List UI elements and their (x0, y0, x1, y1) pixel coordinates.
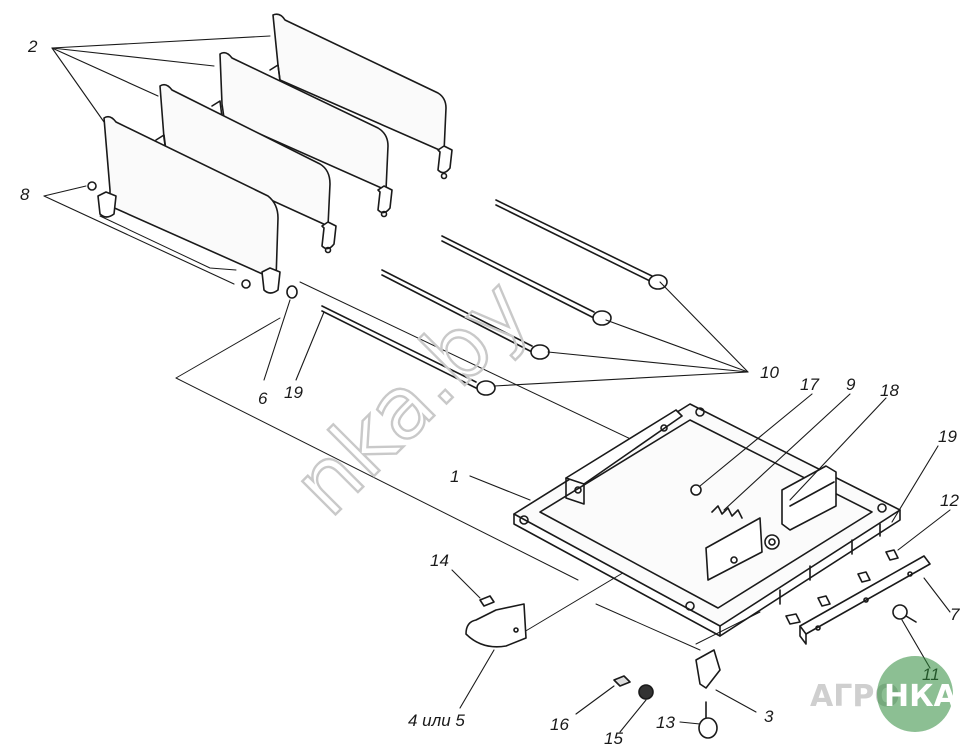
leader-lines (43, 35, 951, 733)
label-13: 13 (656, 713, 675, 732)
agronka-logo: АГРО НКА (810, 656, 958, 732)
logo-circle (877, 656, 953, 732)
label-19-right: 19 (938, 427, 957, 446)
shield-plate-4 (269, 13, 453, 180)
label-3: 3 (764, 707, 774, 726)
label-6: 6 (258, 389, 268, 408)
label-1: 1 (450, 467, 459, 486)
label-12: 12 (940, 491, 959, 510)
rods (321, 199, 668, 396)
logo-right-text: НКА (884, 679, 958, 714)
label-10: 10 (760, 363, 779, 382)
small-parts (465, 595, 721, 739)
callout-labels: 2 8 6 19 10 17 9 18 1 19 12 7 14 4 или 5… (20, 37, 960, 748)
watermark-text: nka.by (274, 260, 549, 535)
label-18: 18 (880, 381, 899, 400)
label-9: 9 (846, 375, 856, 394)
label-4-or-5: 4 или 5 (408, 711, 465, 730)
base-frame (513, 403, 901, 637)
shield-plate-1 (87, 115, 298, 299)
shield-plate-3 (211, 51, 393, 218)
drawing-lines (43, 13, 951, 739)
label-8: 8 (20, 185, 30, 204)
shield-plate-2 (155, 83, 337, 254)
label-2: 2 (27, 37, 38, 56)
label-15: 15 (604, 729, 623, 748)
label-7: 7 (950, 605, 960, 624)
label-17: 17 (800, 375, 819, 394)
stud-strip (779, 523, 931, 645)
label-19-left: 19 (284, 383, 303, 402)
label-14: 14 (430, 551, 449, 570)
watermark: nka.by (273, 259, 550, 536)
label-16: 16 (550, 715, 569, 734)
